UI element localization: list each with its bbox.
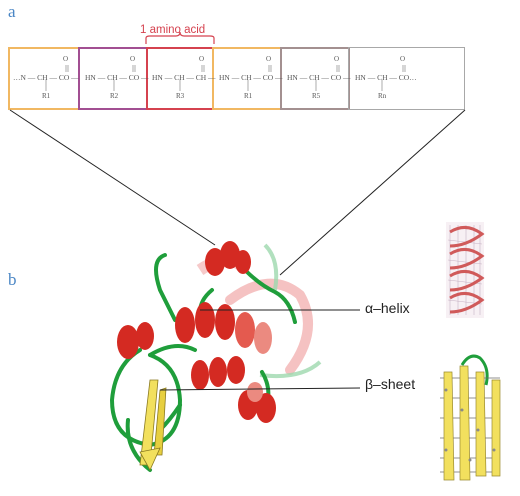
residue-4-formula: HN — CH — CO —	[219, 73, 283, 82]
background-loop	[263, 243, 279, 291]
helix-main	[175, 302, 272, 354]
residue-6-side-chain: Rn	[378, 92, 387, 100]
alpha-helix-label: α–helix	[365, 300, 410, 316]
zoom-line-right	[279, 109, 466, 276]
beta-sheet-label: β–sheet	[365, 376, 416, 392]
residue-1-oxygen: O	[63, 55, 69, 63]
helix-center	[191, 356, 245, 390]
background-coil	[225, 278, 313, 375]
zoom-line-left	[9, 109, 216, 246]
residue-1-formula: …N — CH — CO —	[13, 73, 79, 82]
residue-4-side-chain: R1	[244, 92, 253, 100]
helix-left	[117, 322, 154, 359]
residue-5-formula: HN — CH — CO —	[287, 73, 351, 82]
residue-2-oxygen: O	[130, 55, 136, 63]
residue-2-side-chain: R2	[110, 92, 119, 100]
chain-segment-6	[348, 47, 465, 110]
helix-bottom	[238, 382, 276, 423]
residue-6-oxygen: O	[400, 55, 406, 63]
chain-segment-5	[280, 47, 350, 110]
sheet-pointer-line	[159, 387, 361, 391]
beta-strands	[139, 379, 167, 471]
helix-top	[205, 241, 251, 276]
residue-4-oxygen: O	[266, 55, 272, 63]
residue-5-oxygen: O	[334, 55, 340, 63]
residue-2-formula: HN — CH — CO —	[85, 73, 149, 82]
protein-cartoon	[109, 241, 322, 472]
panel-letter-b: b	[8, 270, 17, 289]
residue-1-side-chain: R1	[42, 92, 51, 100]
alpha-helices	[117, 241, 276, 423]
residue-3-side-chain: R3	[176, 92, 185, 100]
amino-acid-label: 1 amino acid	[140, 24, 206, 36]
bond-lines	[45, 65, 406, 91]
amino-acid-bracket	[145, 31, 215, 44]
residue-3-formula: HN — CH — CH —	[152, 73, 216, 82]
residue-5-side-chain: R5	[312, 92, 321, 100]
background-loop	[259, 360, 322, 379]
helix-detail-image	[446, 222, 485, 318]
panel-letter-a: a	[8, 2, 16, 21]
residue-3-oxygen: O	[199, 55, 205, 63]
residue-6-formula: HN — CH — CO…	[355, 73, 417, 82]
sheet-detail-image	[440, 354, 501, 481]
